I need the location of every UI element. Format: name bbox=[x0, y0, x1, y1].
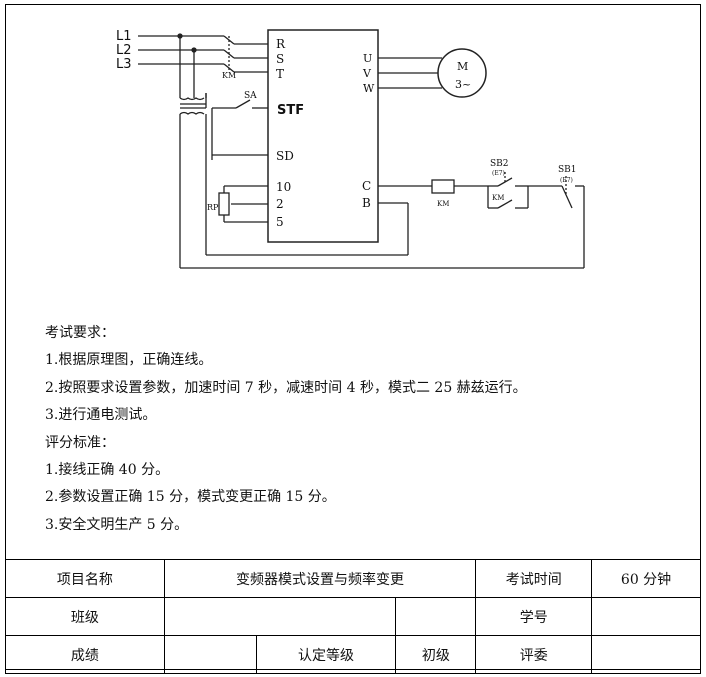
wiring-diagram: L1 L2 L3 KM R S T U V W M 3~ bbox=[116, 29, 585, 269]
terminal-u: U bbox=[363, 52, 372, 65]
scoring-item-3: 3.安全文明生产 5 分。 bbox=[45, 516, 189, 533]
table-row: 班级 学号 bbox=[5, 597, 701, 636]
km-holding-label: KM bbox=[492, 194, 504, 202]
km-coil-label: KM bbox=[437, 200, 449, 208]
potentiometer bbox=[218, 192, 230, 216]
terminal-s: S bbox=[276, 52, 284, 66]
score-label: 成绩 bbox=[5, 635, 165, 674]
terminal-5: 5 bbox=[276, 215, 284, 229]
requirement-item-3: 3.进行通电测试。 bbox=[45, 407, 157, 424]
stf-label: STF bbox=[277, 103, 304, 118]
inverter-box bbox=[267, 29, 379, 243]
km-main-contacts bbox=[223, 35, 268, 73]
score-value bbox=[163, 635, 257, 674]
phase-l1-label: L1 bbox=[116, 29, 132, 44]
sd-label: SD bbox=[276, 149, 294, 163]
exam-time-label: 考试时间 bbox=[475, 559, 593, 598]
sb1-sub-label: (E7) bbox=[560, 177, 573, 184]
km-main-label: KM bbox=[222, 71, 236, 80]
exam-requirements: 考试要求： 1.根据原理图，正确连线。 2.按照要求设置参数，加速时间 7 秒，… bbox=[45, 320, 527, 539]
requirement-item-2: 2.按照要求设置参数，加速时间 7 秒，减速时间 4 秒，模式二 25 赫兹运行… bbox=[45, 379, 527, 396]
terminal-r: R bbox=[276, 37, 286, 51]
phase-l2-label: L2 bbox=[116, 43, 132, 58]
sa-label: SA bbox=[244, 91, 257, 101]
terminal-10: 10 bbox=[276, 180, 291, 194]
terminal-w: W bbox=[363, 82, 375, 95]
requirements-heading: 考试要求： bbox=[45, 325, 115, 341]
judge-label: 评委 bbox=[475, 635, 593, 674]
class-value bbox=[163, 597, 397, 636]
terminal-t: T bbox=[276, 67, 284, 81]
requirement-item-1: 1.根据原理图，正确连线。 bbox=[45, 352, 213, 369]
motor-label-phase: 3~ bbox=[455, 78, 471, 91]
sb2-sub-label: (E7) bbox=[492, 170, 505, 177]
terminal-b: B bbox=[362, 196, 371, 210]
phase-l3-label: L3 bbox=[116, 57, 132, 72]
student-id-value bbox=[591, 597, 701, 636]
sb2-label: SB2 bbox=[490, 159, 509, 169]
rp-label: RP bbox=[207, 203, 219, 212]
scoring-item-1: 1.接线正确 40 分。 bbox=[45, 462, 170, 479]
empty-cell bbox=[395, 597, 477, 636]
km-coil bbox=[431, 179, 455, 194]
grade-value: 初级 bbox=[395, 635, 477, 674]
scoring-heading: 评分标准： bbox=[45, 434, 115, 451]
motor-symbol bbox=[437, 48, 487, 98]
terminal-c: C bbox=[362, 179, 371, 193]
control-transformer bbox=[179, 97, 206, 115]
table-row: 项目名称 变频器模式设置与频率变更 考试时间 60 分钟 bbox=[5, 559, 701, 598]
project-name-value: 变频器模式设置与频率变更 bbox=[163, 559, 477, 598]
terminal-v: V bbox=[362, 67, 372, 80]
scoring-item-2: 2.参数设置正确 15 分，模式变更正确 15 分。 bbox=[45, 489, 336, 506]
student-id-label: 学号 bbox=[475, 597, 593, 636]
exam-info-table: 项目名称 变频器模式设置与频率变更 考试时间 60 分钟 班级 学号 成绩 认定… bbox=[5, 559, 701, 674]
table-row: 成绩 认定等级 初级 评委 bbox=[5, 635, 701, 674]
exam-time-value: 60 分钟 bbox=[591, 559, 701, 598]
grade-label: 认定等级 bbox=[255, 635, 397, 674]
project-name-label: 项目名称 bbox=[5, 559, 165, 598]
sb1-label: SB1 bbox=[558, 165, 577, 175]
terminal-2: 2 bbox=[276, 197, 284, 211]
judge-value bbox=[591, 635, 701, 674]
class-label: 班级 bbox=[5, 597, 165, 636]
motor-label-m: M bbox=[457, 60, 468, 73]
